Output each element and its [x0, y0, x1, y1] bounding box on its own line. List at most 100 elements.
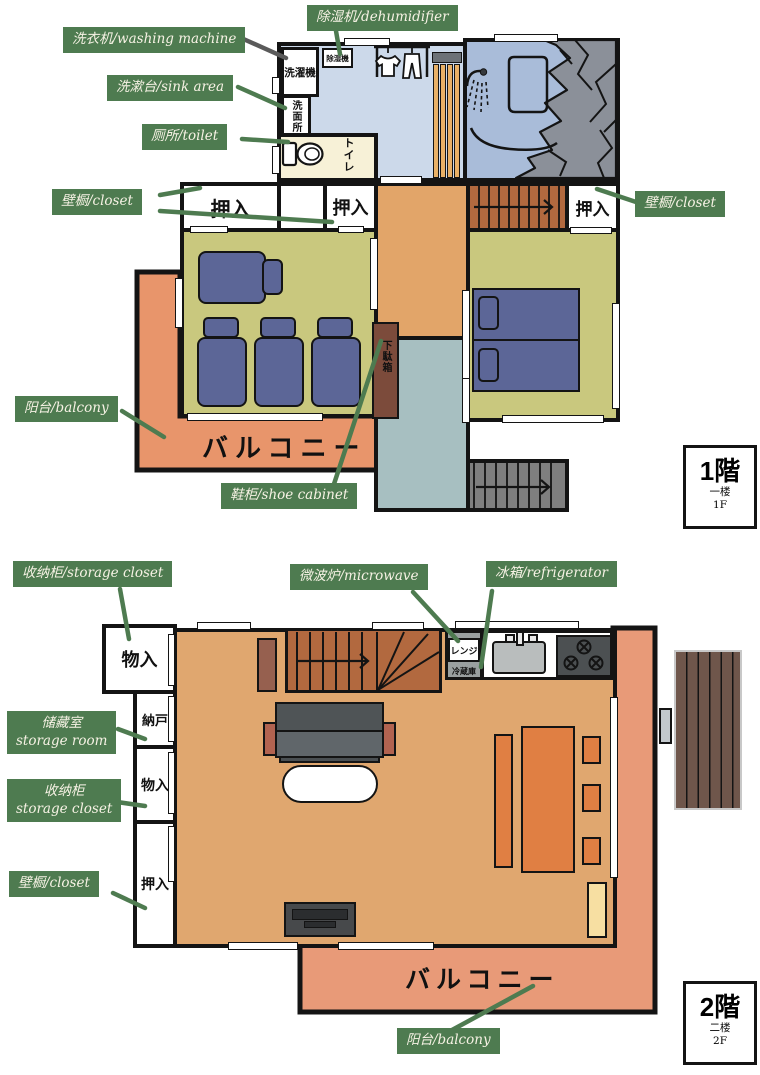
- door-gap: [228, 942, 298, 950]
- balcony-f1-label: バルコニー: [202, 433, 367, 463]
- annotation-shoe-cabinet: 鞋柜/shoe cabinet: [221, 483, 358, 509]
- annotation-microwave: 微波炉/microwave: [290, 564, 428, 590]
- annotation-closet-right: 壁橱/closet: [635, 191, 725, 217]
- corridor-f1: [374, 182, 470, 340]
- dining-chair: [582, 837, 601, 865]
- tv-base: [304, 921, 336, 928]
- pillow: [317, 317, 353, 338]
- tv-screen: [292, 909, 348, 920]
- door-gap: [612, 303, 620, 409]
- fridge-label: 冷蔵庫: [452, 666, 476, 676]
- faucet-part: [528, 634, 538, 643]
- sofa-base: [279, 756, 380, 763]
- floor2-badge: 2階 二楼 2F: [683, 981, 757, 1065]
- stove: [556, 635, 612, 677]
- futon: [254, 337, 304, 407]
- annotation-dehumidifier: 除湿机/dehumidifier: [307, 5, 458, 31]
- annotation-storage-closet2-zh: 收纳柜: [43, 783, 85, 799]
- annotation-refrigerator: 冰箱/refrigerator: [486, 561, 617, 587]
- pillow: [203, 317, 239, 338]
- annotation-storage-closet-top: 收纳柜/storage closet: [13, 561, 173, 587]
- floor2-badge-sub: 二楼: [709, 1021, 731, 1034]
- microwave-label: レンジ: [450, 645, 478, 656]
- door-gap: [187, 413, 323, 421]
- toilet-room-label: トイレ: [342, 137, 354, 173]
- door-gap: [494, 34, 558, 42]
- faucet-part: [505, 634, 515, 643]
- dining-table: [521, 726, 575, 873]
- door-gap: [190, 226, 228, 233]
- monoire-label: 物入: [141, 776, 169, 793]
- sofa-armrest: [382, 722, 396, 756]
- door-gap: [380, 176, 422, 184]
- wood-deck: [674, 650, 742, 810]
- floor1-badge-floor: 1F: [713, 498, 727, 511]
- annotation-storage-closet2-en: storage closet: [16, 800, 113, 817]
- annotation-storage-room-zh: 储藏室: [41, 715, 82, 731]
- outdoor-unit: [659, 708, 672, 744]
- door-gap: [175, 278, 183, 328]
- kitchen-window: [455, 621, 579, 629]
- sofa-seat: [275, 730, 384, 758]
- closet-f1-mid: [277, 182, 327, 232]
- room-bathroom: [463, 38, 620, 182]
- dining-chair: [582, 736, 601, 764]
- bed-divider: [474, 339, 578, 341]
- leader-balcony-f1: [119, 408, 167, 440]
- oshiire-label: 押入: [332, 198, 369, 218]
- balcony-f2-label: バルコニー: [405, 966, 560, 994]
- annotation-toilet: 厕所/toilet: [142, 124, 228, 150]
- floor-cushion: [587, 882, 607, 938]
- floor1-badge-title: 1階: [699, 456, 741, 486]
- curtain-slat: [440, 64, 446, 178]
- stairs-f2: [285, 628, 442, 693]
- futon: [311, 337, 361, 407]
- door-gap: [168, 634, 175, 686]
- curtain-slat: [447, 64, 453, 178]
- exterior-stairs-f1: [466, 459, 569, 512]
- sink-box: [281, 95, 311, 136]
- dining-chair: [582, 784, 601, 812]
- door-gap: [168, 752, 175, 814]
- closet-f2-monoire1: [102, 624, 177, 694]
- annotation-storage-room: 储藏室 storage room: [7, 711, 117, 755]
- washing-machine-label: 洗濯機: [284, 66, 316, 79]
- door-gap: [372, 622, 424, 630]
- pillow: [260, 317, 296, 338]
- sofa-back: [275, 702, 384, 733]
- annotation-storage-closet2: 收纳柜 storage closet: [7, 779, 122, 823]
- sliding-door-gap: [610, 697, 618, 878]
- door-gap: [462, 290, 470, 392]
- stair-cabinet: [257, 638, 277, 692]
- door-gap: [168, 826, 175, 882]
- curtain-slat: [433, 64, 439, 178]
- futon: [197, 337, 247, 407]
- door-gap: [168, 696, 175, 742]
- door-gap: [370, 238, 378, 310]
- curtain-lintel: [432, 52, 462, 63]
- dining-bench: [494, 734, 513, 868]
- pillow: [478, 296, 499, 330]
- sink-label: 洗面所: [290, 100, 301, 133]
- room-toilet: [277, 133, 378, 182]
- door-gap: [344, 38, 390, 46]
- pillow: [478, 348, 499, 382]
- annotation-sink-area: 洗漱台/sink area: [107, 75, 233, 101]
- oshiire-f2-label: 押入: [141, 876, 169, 892]
- door-gap: [272, 77, 280, 94]
- faucet-part: [516, 631, 524, 646]
- annotation-balcony-f1: 阳台/balcony: [15, 396, 118, 422]
- door-gap: [338, 226, 364, 233]
- annotation-storage-room-en: storage room: [16, 732, 108, 749]
- nando-label: 納戸: [141, 713, 168, 728]
- oshiire-label: 押入: [575, 199, 610, 219]
- oval-table: [282, 765, 378, 803]
- shoe-cabinet-label: 下駄箱: [380, 340, 391, 373]
- stairs-f1: [466, 182, 569, 232]
- front-door-gap: [462, 378, 470, 423]
- floor1-badge-sub: 一楼: [709, 485, 731, 498]
- floor1-badge: 1階 一楼 1F: [683, 445, 757, 529]
- curtain-slat: [454, 64, 460, 178]
- door-gap: [570, 227, 612, 234]
